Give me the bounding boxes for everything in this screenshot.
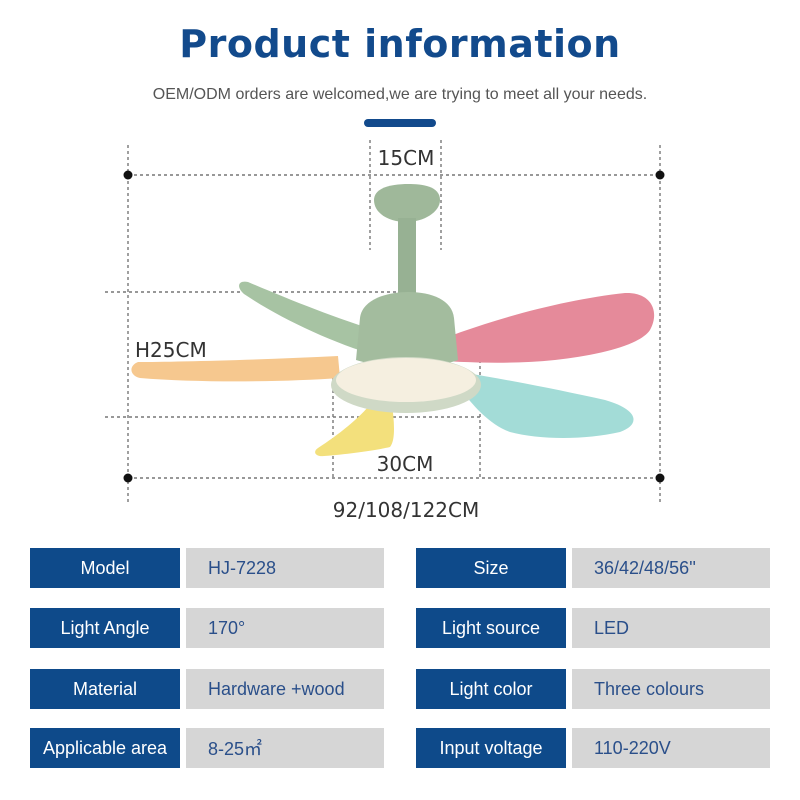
- spec-label: Applicable area: [30, 728, 180, 768]
- page-title: Product information: [179, 22, 621, 66]
- spec-row-applicable-area: Applicable area 8-25㎡: [30, 728, 384, 768]
- spec-label: Material: [30, 669, 180, 709]
- blade-span-label: 92/108/122CM: [333, 498, 480, 522]
- blue-fan-blade: [460, 372, 634, 438]
- spec-label: Model: [30, 548, 180, 588]
- ceiling-canopy: [374, 184, 440, 222]
- spec-value: 8-25㎡: [186, 728, 384, 768]
- spec-row-material: Material Hardware +wood: [30, 669, 384, 709]
- spec-value: LED: [572, 608, 770, 648]
- spec-value: Hardware +wood: [186, 669, 384, 709]
- motor-housing: [356, 292, 458, 366]
- page-subtitle: OEM/ODM orders are welcomed,we are tryin…: [152, 86, 648, 103]
- title-accent-bar: [364, 119, 436, 127]
- spec-row-light-angle: Light Angle 170°: [30, 608, 384, 648]
- led-light-panel: [336, 358, 476, 402]
- spec-row-size: Size 36/42/48/56'': [416, 548, 770, 588]
- spec-value: 170°: [186, 608, 384, 648]
- spec-label: Light color: [416, 669, 566, 709]
- orange-fan-blade: [131, 356, 340, 382]
- spec-value: HJ-7228: [186, 548, 384, 588]
- spec-row-input-voltage: Input voltage 110-220V: [416, 728, 770, 768]
- light-width-label: 30CM: [377, 452, 434, 476]
- top-width-label: 15CM: [378, 146, 435, 170]
- spec-row-model: Model HJ-7228: [30, 548, 384, 588]
- spec-row-light-source: Light source LED: [416, 608, 770, 648]
- spec-label: Input voltage: [416, 728, 566, 768]
- spec-value: 36/42/48/56'': [572, 548, 770, 588]
- spec-value: 110-220V: [572, 728, 770, 768]
- spec-label: Light Angle: [30, 608, 180, 648]
- spec-label: Size: [416, 548, 566, 588]
- spec-row-light-color: Light color Three colours: [416, 669, 770, 709]
- downrod: [398, 218, 416, 296]
- pink-fan-blade: [415, 292, 655, 363]
- fan-dimension-diagram: 15CM H25CM 30CM 92/108/122CM: [105, 140, 665, 522]
- spec-value: Three colours: [572, 669, 770, 709]
- yellow-fan-blade: [315, 402, 394, 457]
- green-fan-blade: [239, 281, 390, 356]
- dimension-endpoints: [123, 170, 665, 483]
- spec-label: Light source: [416, 608, 566, 648]
- height-label: H25CM: [135, 338, 207, 362]
